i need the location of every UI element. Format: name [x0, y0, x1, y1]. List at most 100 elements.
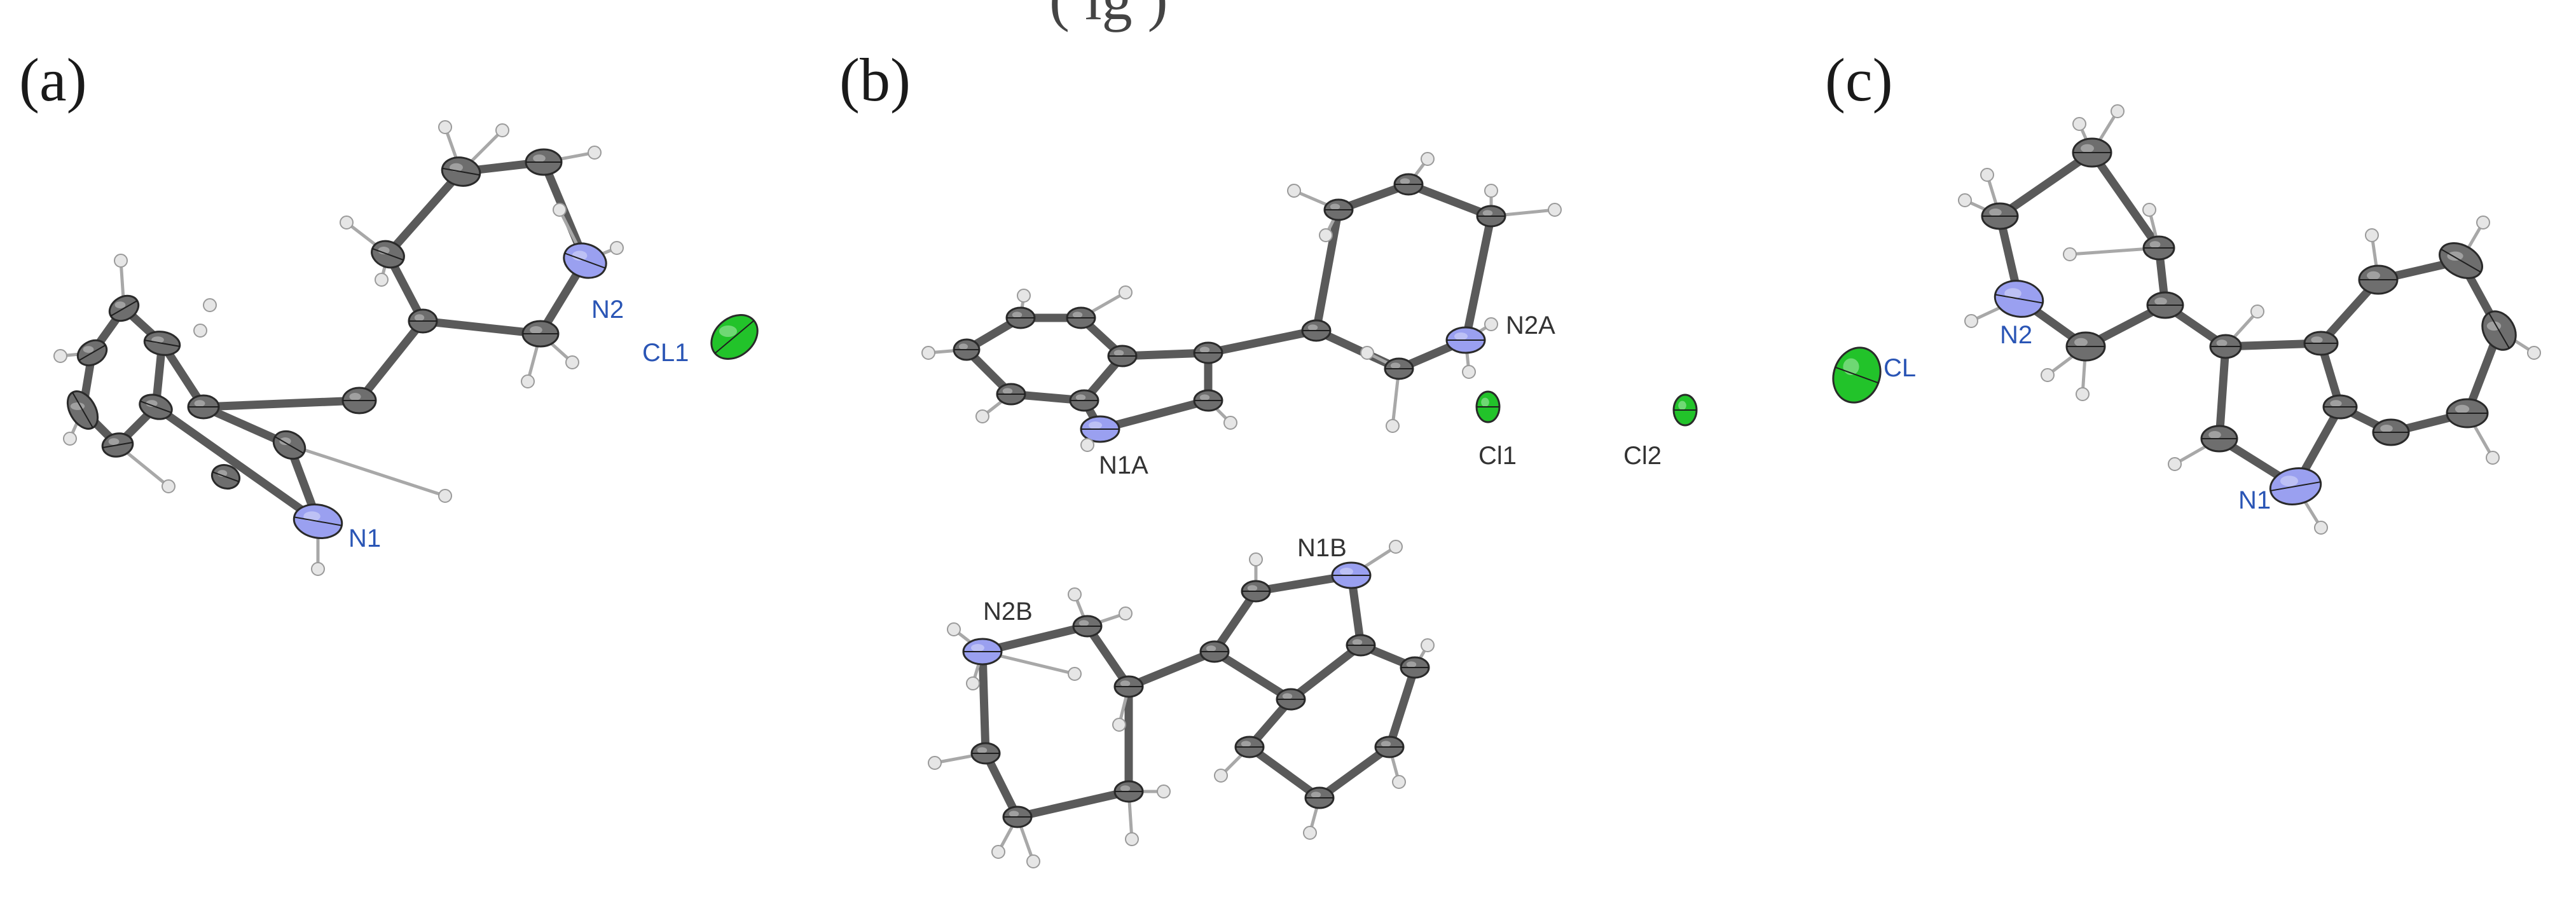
ellipsoid-axis: [140, 401, 172, 413]
atom-label-n2b: N2B: [983, 598, 1033, 626]
nitrogen-atom-highlight: [2004, 288, 2022, 299]
carbon-atom-highlight: [2154, 298, 2167, 305]
bond: [1385, 663, 1419, 751]
carbon-atom-highlight: [2074, 338, 2088, 347]
hydrogen-atom: [2072, 117, 2086, 131]
atom-label-cl1-b: Cl1: [1478, 442, 1517, 470]
chlorine-atom-highlight: [1481, 397, 1489, 407]
panel-c-label: (c): [1825, 46, 1893, 114]
hydrogen-atom: [114, 254, 128, 268]
ellipsoid-axis: [274, 436, 305, 454]
atom-label-n1b: N1B: [1297, 534, 1347, 562]
hydrogen-atom: [1068, 667, 1082, 681]
carbon-atom-highlight: [114, 301, 126, 308]
hydrogen-atom: [2063, 247, 2077, 261]
bond: [978, 647, 990, 758]
carbon-atom-highlight: [2367, 271, 2380, 280]
hydrogen-atom: [2250, 305, 2264, 319]
bond: [981, 749, 1022, 821]
ellipsoid-axis: [144, 339, 180, 347]
hydrogen-atom: [1303, 826, 1317, 840]
ellipsoid-axis: [564, 252, 606, 269]
atom-label-n1a: N1A: [1099, 451, 1148, 479]
carbon-atom-highlight: [1352, 639, 1363, 645]
atom-label-n2-a: N2: [591, 296, 624, 324]
carbon-atom-highlight: [1078, 620, 1089, 626]
carbon-atom-highlight: [1307, 324, 1318, 331]
carbon-atom-highlight: [2330, 400, 2342, 407]
atom-label-n1-a: N1: [348, 524, 381, 552]
bond: [418, 317, 545, 338]
ellipsoid-axis: [110, 300, 138, 317]
nitrogen-atom-highlight: [1089, 421, 1102, 429]
bond: [355, 317, 427, 405]
carbon-atom-highlight: [1012, 312, 1023, 319]
bond: [1404, 180, 1496, 221]
atom-label-cl1-a: CL1: [642, 339, 689, 367]
carbon-atom-highlight: [1199, 346, 1210, 353]
carbon-atom-highlight: [414, 314, 425, 321]
hydrogen-atom: [1421, 638, 1435, 652]
bond: [1204, 326, 1321, 357]
carbon-atom-highlight: [2311, 336, 2323, 343]
bonds-layer: [59, 109, 2536, 863]
hydrogen-atom: [438, 489, 452, 503]
bond: [1210, 647, 1295, 704]
hydrogen-atom: [162, 479, 176, 493]
atom-label-n2-c: N2: [2000, 321, 2032, 349]
carbon-atom-highlight: [2455, 404, 2470, 414]
ellipsoid-axis: [442, 167, 480, 176]
carbon-atom-highlight: [1241, 741, 1251, 747]
hydrogen-atom: [203, 298, 217, 312]
hydrogen-atom: [1421, 152, 1435, 166]
hydrogen-atom: [2041, 368, 2055, 382]
bond: [2215, 342, 2230, 443]
bond: [1210, 587, 1260, 656]
bond: [1286, 641, 1365, 704]
carbon-atom-highlight: [533, 154, 546, 162]
carbon-atom-highlight: [83, 346, 94, 353]
nitrogen-atom-highlight: [303, 511, 320, 521]
carbon-atom-highlight: [1002, 388, 1013, 394]
carbon-atom-highlight: [2208, 431, 2221, 439]
bond: [1245, 743, 1324, 802]
carbon-atom-highlight: [1330, 203, 1340, 210]
hydrogen-atom: [495, 123, 509, 137]
hydrogen-atom: [1223, 416, 1237, 430]
chlorine-atom-highlight: [1678, 401, 1686, 410]
carbon-atom-highlight: [1311, 791, 1321, 798]
hydrogen-atom: [2476, 216, 2490, 230]
hydrogen-atom: [1386, 419, 1400, 433]
ellipsoid-axis: [714, 320, 755, 354]
hydrogen-atom: [975, 409, 989, 423]
hydrogen-atom: [438, 120, 452, 134]
hydrogen-atom: [1157, 784, 1171, 798]
carbon-atom-highlight: [1381, 741, 1391, 747]
hydrogen-atom: [1119, 285, 1133, 299]
labels-layer: N1 N2 CL1 N1A N2A Cl1 Cl2 N1B N2B N1 N2 …: [348, 296, 2271, 626]
hydrogen-atom: [53, 349, 67, 363]
hydrogen-atom: [947, 622, 961, 636]
atom-label-n1-c: N1: [2238, 486, 2271, 514]
carbon-atom-highlight: [2447, 251, 2463, 261]
hydrogen-atom: [1119, 606, 1133, 620]
hydrogen-atom: [2076, 387, 2090, 401]
bond: [1312, 205, 1343, 335]
ellipsoid-axis: [1835, 366, 1879, 384]
ellipsoid-axis: [2270, 481, 2321, 491]
hydrogen-atom: [1319, 228, 1333, 242]
hydrogen-atom: [2142, 203, 2156, 217]
carbon-atom-highlight: [1120, 680, 1131, 687]
hydrogen-atom: [1462, 365, 1476, 379]
carbon-atom-highlight: [1072, 312, 1083, 319]
carbon-atom-highlight: [1206, 645, 1216, 652]
hydrogen-atom: [1392, 775, 1406, 789]
bond: [1124, 647, 1219, 691]
carbon-atom-highlight: [1120, 785, 1131, 791]
ellipsoid-axis: [2488, 312, 2510, 349]
hydrogen-atom: [2486, 451, 2500, 465]
carbon-atom-highlight: [279, 437, 291, 445]
hydrogen-atom: [991, 845, 1005, 859]
hydrogen-atom: [340, 216, 354, 230]
